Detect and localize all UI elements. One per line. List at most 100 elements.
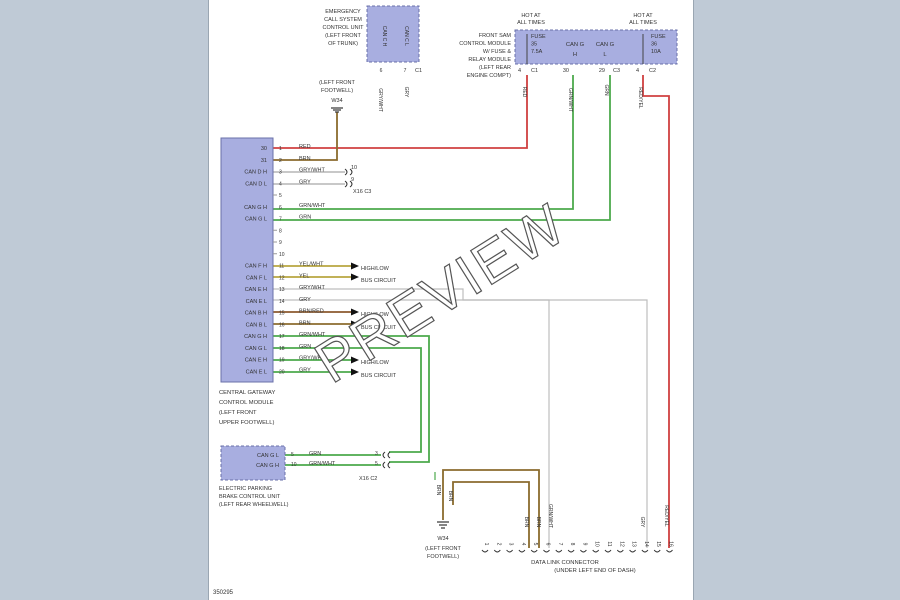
gateway-pin-name: CAN G H — [244, 334, 267, 340]
gateway-pin-number: 17 — [279, 334, 285, 340]
sam-label-line: RELAY MODULE — [468, 57, 511, 63]
dlc-pin-number: 12 — [618, 541, 624, 547]
dlc-pin-socket — [653, 549, 661, 553]
sam-can-l: CAN G — [596, 42, 615, 48]
epb-pin-number: 5 — [291, 452, 294, 458]
dlc-pin-number: 10 — [594, 541, 600, 547]
gateway-pin-number: 3 — [279, 170, 282, 176]
gateway-wire-color: GRY — [299, 179, 311, 185]
gateway-pin-name: CAN B L — [246, 322, 267, 328]
gateway-pin-number: 4 — [279, 181, 282, 187]
gateway-pin-number: 1 — [279, 146, 282, 152]
gateway-label-line: UPPER FOOTWELL) — [219, 420, 274, 426]
gateway-label-line: (LEFT FRONT — [219, 410, 257, 416]
sam-can-h: CAN G — [566, 42, 585, 48]
dlc-pin-socket — [666, 549, 673, 553]
dlc-pin-number: 16 — [668, 541, 674, 547]
gateway-wire-color: GRN — [299, 344, 311, 350]
wire-grn-can-g — [273, 75, 611, 221]
wire-grn-wht-epb — [273, 335, 430, 463]
sam-label-line: CONTROL MODULE — [459, 41, 511, 47]
dlc-pin-number: 4 — [520, 543, 526, 546]
bus-note-line2: BUS CIRCUIT — [361, 325, 397, 331]
dlc-label-line: DATA LINK CONNECTOR — [531, 560, 599, 566]
dlc-pin-socket — [493, 549, 501, 553]
brn-wire-color: BRN — [447, 491, 453, 502]
gateway-pin-name: CAN F H — [245, 264, 267, 270]
ground-top-id: W34 — [331, 98, 342, 104]
emergency-pin-label: CAN C L — [403, 26, 409, 46]
connector-symbol — [382, 451, 391, 459]
dlc-pin-number: 9 — [581, 543, 587, 546]
wire-brn-dlc-4 — [442, 469, 540, 548]
dlc-pin-number: 5 — [532, 543, 538, 546]
dlc-wire-color: BRN — [523, 517, 529, 528]
gateway-wire-color: GRY/WHT — [299, 168, 326, 174]
wire-brn-dlc-5 — [452, 481, 530, 548]
bus-arrow — [351, 368, 359, 376]
sam-fuse2: 10A — [651, 49, 661, 55]
bus-note-line1: HIGH/LOW — [361, 360, 390, 366]
dlc-pin-socket — [555, 549, 563, 553]
sam-label-line: FRONT SAM — [479, 33, 512, 39]
sam-label-line: ENGINE COMPT) — [467, 73, 511, 79]
epb-connector-pin: 5 — [375, 461, 378, 467]
sam-fuse2: 36 — [651, 42, 657, 48]
connector-symbol — [382, 461, 391, 469]
x16c3-pin: 9 — [351, 177, 354, 183]
emergency-pin-number: 7 — [404, 68, 407, 74]
sam-wire-color: GRN/WHT — [567, 88, 573, 112]
sam-fuse1: 35 — [531, 42, 537, 48]
gateway-pin-name: CAN D H — [244, 170, 267, 176]
bus-note-line1: HIGH/LOW — [361, 312, 390, 318]
dlc-pin-number: 6 — [545, 543, 551, 546]
gateway-pin-number: 6 — [279, 205, 282, 211]
dlc-wire-color: BRN — [535, 517, 541, 528]
bus-note-line1: HIGH/LOW — [361, 266, 390, 272]
epb-wire-color: GRN/WHT — [309, 461, 336, 467]
gateway-pin-number: 8 — [279, 228, 282, 234]
emergency-label-line: CALL SYSTEM — [324, 17, 362, 23]
gateway-pin-name: CAN G L — [245, 217, 267, 223]
gateway-pin-name: CAN E H — [245, 287, 267, 293]
gateway-pin-name: CAN E L — [246, 369, 267, 375]
dlc-wire-color: RED/YEL — [663, 505, 669, 527]
sam-wire-color: GRN — [603, 84, 609, 96]
sam-connector: C3 — [613, 68, 620, 74]
gateway-pin-name: CAN F L — [246, 275, 267, 281]
gateway-wire-color: GRN/WHT — [299, 203, 326, 209]
wire-red-yel — [642, 75, 670, 548]
dlc-pin-socket — [518, 549, 526, 553]
emergency-connector: C1 — [415, 68, 422, 74]
dlc-pin-number: 2 — [495, 543, 501, 546]
epb-label-line: ELECTRIC PARKING — [219, 486, 272, 492]
bus-arrow — [351, 262, 359, 270]
dlc-wire-color: GRY — [639, 517, 645, 528]
epb-label-line: BRAKE CONTROL UNIT — [219, 494, 281, 500]
bus-note-line2: BUS CIRCUIT — [361, 278, 397, 284]
gateway-pin-number: 2 — [279, 158, 282, 164]
bus-arrow — [351, 308, 359, 316]
gateway-pin-name: 30 — [261, 146, 267, 152]
sam-hot-label: ALL TIMES — [517, 20, 545, 26]
sam-pin: 4 — [636, 68, 639, 74]
emergency-pin-label: CAN C H — [381, 26, 387, 47]
dlc-pin-socket — [592, 549, 600, 553]
sam-wire-color: RED/YEL — [637, 87, 643, 109]
emergency-unit-box — [366, 5, 420, 63]
sam-module-box — [514, 29, 678, 65]
gateway-wire-color: GRY — [299, 367, 311, 373]
emergency-label-line: OF TRUNK) — [328, 41, 358, 47]
sam-hot-label: HOT AT — [633, 13, 653, 19]
x16c3-label: X16 C3 — [353, 189, 371, 195]
connector-symbol — [344, 180, 353, 188]
emergency-label-line: CONTROL UNIT — [322, 25, 364, 31]
figure-id: 350295 — [213, 590, 234, 596]
sam-can-h: H — [573, 52, 577, 58]
gateway-wire-color: GRN/WHT — [299, 332, 326, 338]
